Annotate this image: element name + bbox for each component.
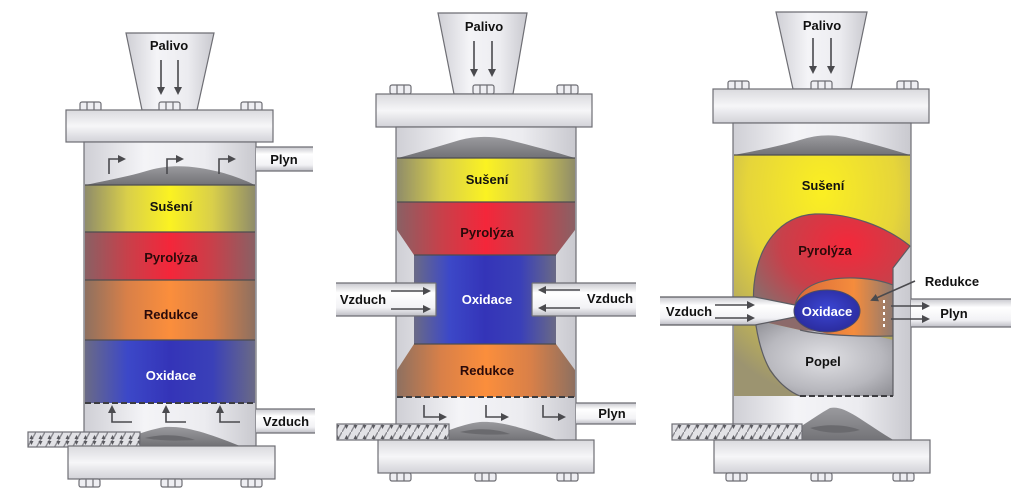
- gas-outlet-pipe: [256, 147, 313, 171]
- zone-oxidation: [85, 340, 255, 403]
- zone-label-ash: Popel: [805, 354, 840, 369]
- air-label-left: Vzduch: [340, 292, 386, 307]
- top-flange: [712, 88, 930, 124]
- air-inlet-pipe-left: [336, 283, 436, 316]
- gas-label: Plyn: [598, 406, 626, 421]
- bottom-flange: [377, 439, 595, 474]
- zone-label-oxidation: Oxidace: [146, 368, 197, 383]
- bolt-icon: [240, 478, 263, 488]
- zone-label-pyrolysis: Pyrolýza: [798, 243, 852, 258]
- zone-label-pyrolysis: Pyrolýza: [144, 250, 198, 265]
- air-flow-arrow-icon: [108, 405, 132, 423]
- zone-ash: [755, 320, 893, 396]
- air-label-right: Vzduch: [587, 291, 633, 306]
- bolt-icon: [160, 478, 183, 488]
- downdraft-gasifier: Palivo Sušení Pyrolýza Oxidace Redukce V…: [336, 12, 636, 482]
- updraft-gasifier: Palivo Plyn Sušení Pyrolýza Redukc: [27, 32, 315, 488]
- zone-oxidation: [793, 289, 861, 333]
- zone-pyrolysis: [85, 232, 255, 280]
- air-flow-arrow-icon: [216, 405, 240, 423]
- zone-label-reduction: Redukce: [144, 307, 198, 322]
- bolt-icon: [78, 478, 101, 488]
- bolt-icon: [389, 84, 412, 95]
- air-inlet-pipe: [660, 297, 795, 325]
- fuel-label: Palivo: [803, 18, 841, 33]
- bolt-icon: [892, 472, 915, 482]
- zone-label-oxidation: Oxidace: [802, 304, 853, 319]
- gas-flow-arrow-icon: [542, 405, 566, 421]
- zone-label-drying: Sušení: [802, 178, 845, 193]
- gas-label: Plyn: [940, 306, 968, 321]
- inner-wall: [892, 245, 911, 396]
- zone-label-oxidation: Oxidace: [462, 292, 513, 307]
- reduction-pointer-arrow-icon: [870, 280, 916, 302]
- zone-label-drying: Sušení: [150, 199, 193, 214]
- bottom-flange: [713, 439, 931, 474]
- crossdraft-gasifier: Palivo Vzduch: [660, 11, 1011, 482]
- fuel-pile: [85, 166, 255, 185]
- gas-label: Plyn: [270, 152, 298, 167]
- bolt-icon: [725, 472, 748, 482]
- gas-flow-arrow-icon: [108, 155, 126, 174]
- bolt-icon: [727, 80, 750, 91]
- zone-label-reduction: Redukce: [460, 363, 514, 378]
- zone-drying: [397, 158, 575, 202]
- gas-flow-arrow-icon: [485, 405, 509, 421]
- gas-flow-arrow-icon: [423, 405, 447, 421]
- air-inlet-pipe: [256, 409, 315, 433]
- top-flange: [375, 93, 593, 128]
- ash-pile: [775, 407, 895, 441]
- zone-reduction: [85, 280, 255, 340]
- bottom-flange: [67, 445, 276, 480]
- bolt-icon: [810, 472, 833, 482]
- fuel-pile: [734, 135, 910, 155]
- gas-flow-arrow-icon: [166, 155, 184, 174]
- zone-label-pyrolysis: Pyrolýza: [460, 225, 514, 240]
- screw-conveyor: [27, 431, 141, 448]
- zone-label-reduction: Redukce: [925, 274, 979, 289]
- air-flow-arrow-icon: [162, 405, 186, 423]
- screw-conveyor: [336, 423, 450, 441]
- bolt-icon: [474, 472, 497, 482]
- bolt-icon: [556, 84, 579, 95]
- air-inlet-pipe-right: [532, 283, 636, 316]
- air-label: Vzduch: [263, 414, 309, 429]
- gas-flow-arrow-icon: [218, 155, 236, 174]
- zone-pyrolysis: [397, 202, 575, 255]
- fuel-label: Palivo: [150, 38, 188, 53]
- fuel-pile: [398, 136, 575, 158]
- top-flange: [65, 109, 274, 143]
- bolt-icon: [472, 84, 495, 95]
- bolt-icon: [556, 472, 579, 482]
- bolt-icon: [389, 472, 412, 482]
- air-label: Vzduch: [666, 304, 712, 319]
- zone-drying: [85, 185, 255, 232]
- fuel-label: Palivo: [465, 19, 503, 34]
- zone-reduction: [397, 344, 575, 397]
- zone-label-drying: Sušení: [466, 172, 509, 187]
- screw-conveyor: [671, 423, 803, 441]
- gas-outlet-pipe: [576, 403, 636, 424]
